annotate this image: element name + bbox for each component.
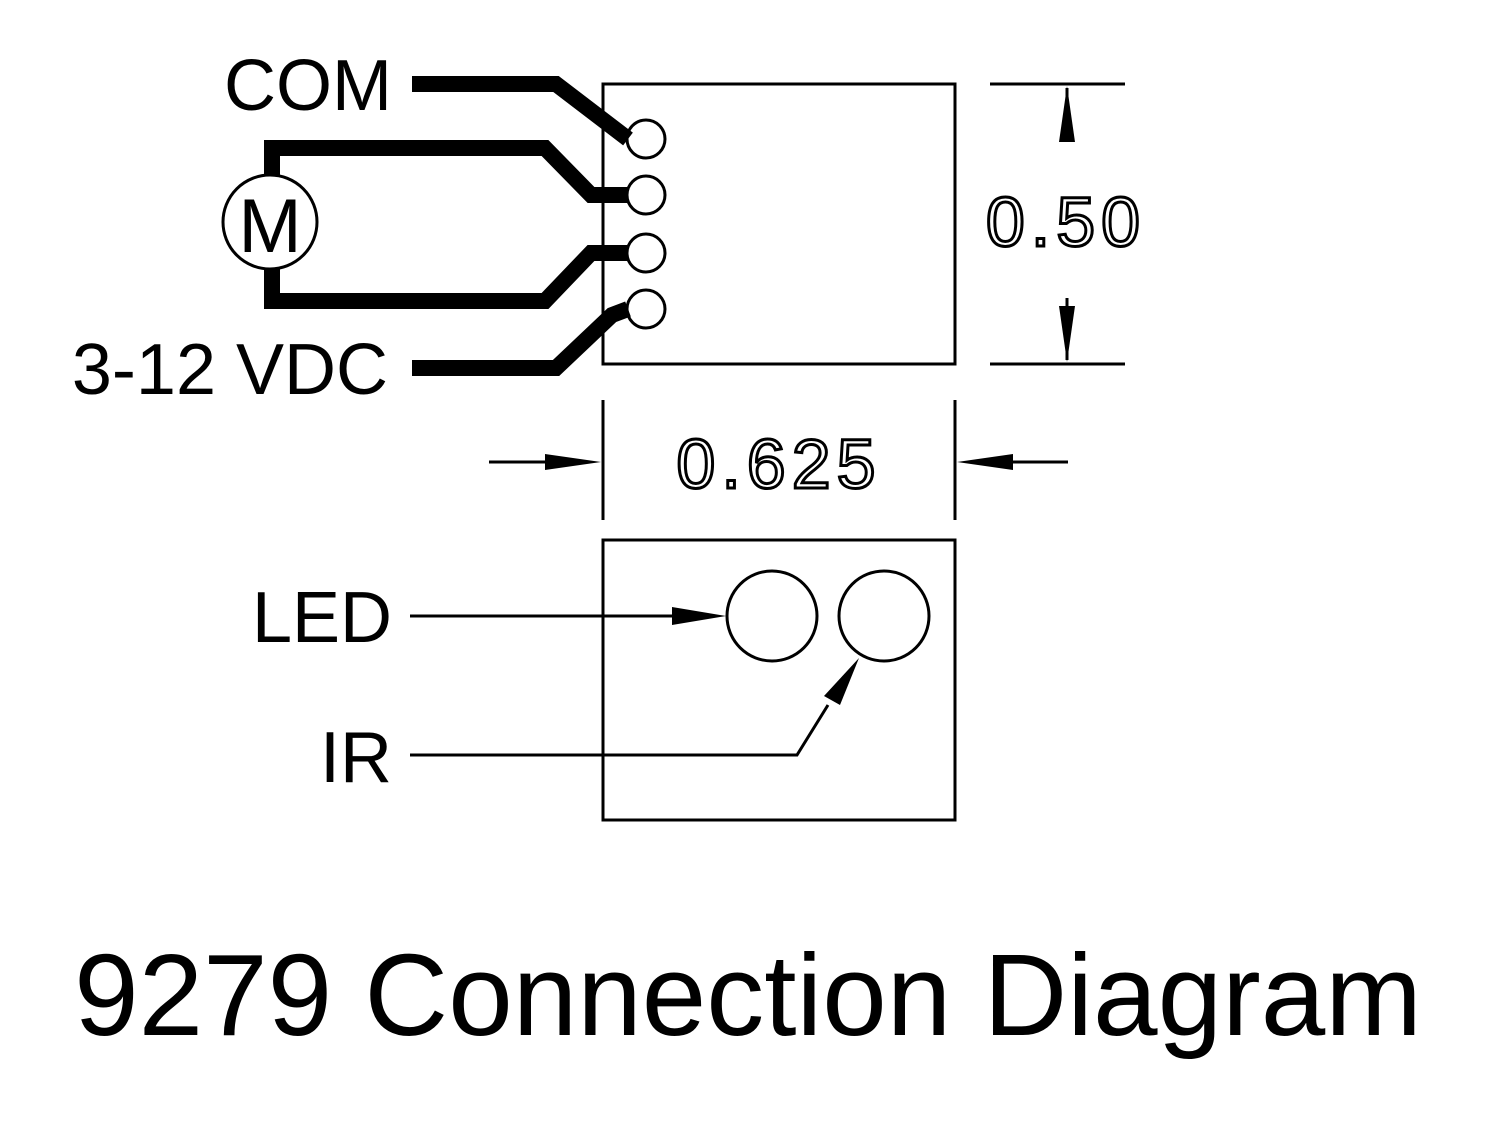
arrow-up-icon <box>1059 86 1075 142</box>
led-arrow-icon <box>672 607 726 625</box>
module-front-view <box>601 538 957 822</box>
module-top-view <box>601 82 957 366</box>
ir-label: IR <box>320 718 392 798</box>
led-window <box>725 569 819 663</box>
width-dimension-value: 0.625 <box>676 425 881 503</box>
arrow-right-icon <box>545 454 601 470</box>
motor-label: M <box>238 184 301 269</box>
supply-wire <box>412 301 631 376</box>
motor-wire-bottom <box>264 240 628 309</box>
ir-window <box>837 569 931 663</box>
supply-voltage-label: 3-12 VDC <box>72 330 388 410</box>
com-wire <box>412 76 633 146</box>
arrow-left-icon <box>957 454 1013 470</box>
led-label: LED <box>252 578 392 658</box>
motor-symbol <box>221 173 319 271</box>
pin-2 <box>625 174 667 216</box>
ir-arrow-icon <box>824 658 859 705</box>
pin-1 <box>625 118 667 160</box>
pin-3 <box>625 232 667 274</box>
com-label: COM <box>224 46 392 126</box>
diagram-title: 9279 Connection Diagram <box>74 930 1422 1060</box>
pin-4 <box>625 288 667 330</box>
arrow-down-icon <box>1059 306 1075 362</box>
motor-wire-top <box>264 140 628 220</box>
height-dimension-value: 0.50 <box>986 183 1146 261</box>
ir-leader-line <box>410 704 830 757</box>
